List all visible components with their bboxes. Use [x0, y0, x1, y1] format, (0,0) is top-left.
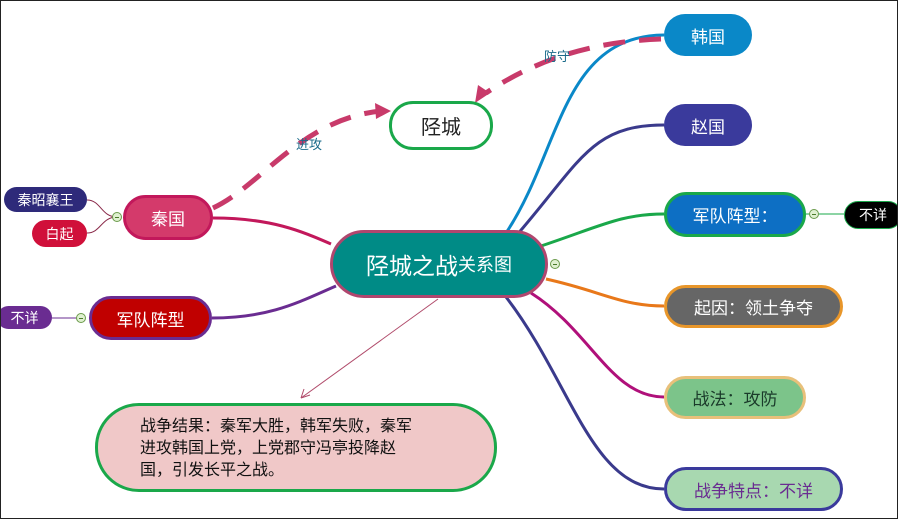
tactics-node[interactable]: 战法：攻防 — [664, 376, 806, 419]
city-node[interactable]: 陉城 — [389, 101, 493, 150]
collapse-toggle[interactable] — [809, 209, 819, 219]
right-formation-child[interactable]: 不详 — [844, 201, 897, 229]
cause-node[interactable]: 起因：领土争夺 — [664, 285, 843, 328]
king-node[interactable]: 秦昭襄王 — [4, 187, 87, 212]
baiqi-node[interactable]: 白起 — [32, 220, 87, 247]
collapse-toggle[interactable] — [76, 313, 86, 323]
qin-node[interactable]: 秦国 — [123, 195, 213, 240]
zhao-node[interactable]: 赵国 — [664, 104, 752, 146]
left-formation-child[interactable]: 不详 — [1, 306, 52, 329]
features-node[interactable]: 战争特点：不详 — [664, 467, 843, 511]
left-formation-node[interactable]: 军队阵型 — [89, 296, 212, 340]
center-title: 陉城之战 — [366, 254, 458, 280]
center-subtitle: 关系图 — [458, 255, 512, 276]
edge-label-attack: 进攻 — [296, 138, 323, 153]
collapse-toggle[interactable] — [550, 259, 560, 269]
han-node[interactable]: 韩国 — [664, 14, 752, 56]
edge-label-defend: 防守 — [544, 50, 571, 65]
center-node[interactable]: 陉城之战关系图 — [330, 230, 548, 298]
right-formation-node[interactable]: 军队阵型： — [664, 192, 806, 237]
collapse-toggle[interactable] — [112, 212, 122, 222]
result-node[interactable]: 战争结果：秦军大胜，韩军失败，秦军进攻韩国上党，上党郡守冯亭投降赵国，引发长平之… — [95, 403, 497, 492]
